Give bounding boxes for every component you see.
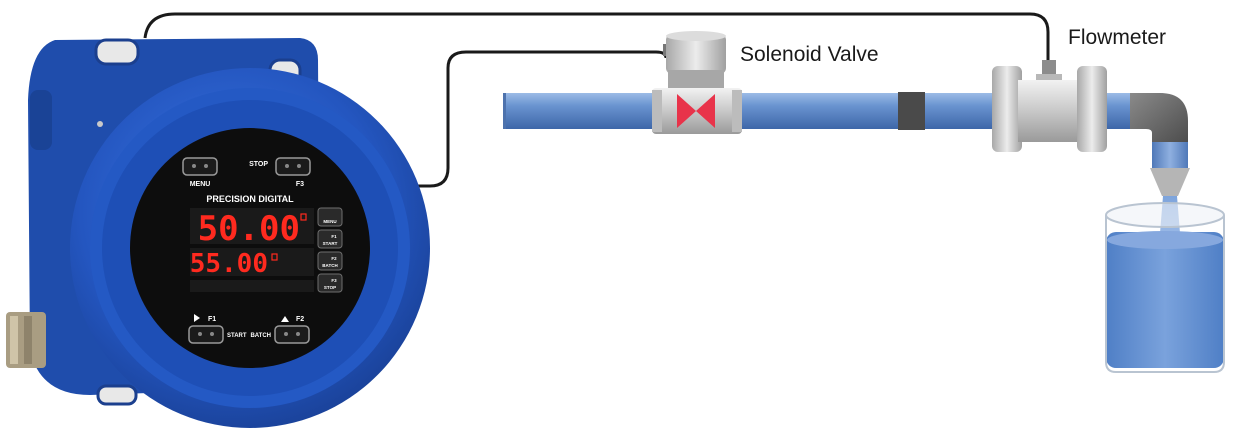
menu-button[interactable]: MENU <box>182 157 218 188</box>
side-button-stop-label: STOP <box>324 285 336 290</box>
pipe-elbow <box>1130 93 1190 196</box>
stop-button-label: STOP <box>249 161 268 168</box>
f1-label: F1 <box>208 316 216 323</box>
side-button-start[interactable]: F1 START <box>317 229 343 249</box>
side-button-menu[interactable]: MENU <box>317 207 343 227</box>
stop-button[interactable]: STOP F3 <box>249 157 311 188</box>
flowmeter-label: Flowmeter <box>1068 26 1167 49</box>
batch-label: BATCH <box>250 333 271 339</box>
side-button-batch-label: BATCH <box>322 263 337 268</box>
play-icon <box>194 314 200 322</box>
f1-start-button[interactable]: F1 START <box>188 314 247 344</box>
side-button-batch[interactable]: F2 BATCH <box>317 251 343 271</box>
side-button-menu-label: MENU <box>323 219 336 224</box>
solenoid-valve-label: Solenoid Valve <box>740 43 879 66</box>
flowmeter <box>992 60 1107 152</box>
up-arrow-icon <box>281 316 289 322</box>
menu-button-label: MENU <box>190 181 211 188</box>
display-top-value: 50.00 <box>198 209 300 249</box>
f2-batch-button[interactable]: F2 BATCH <box>250 316 310 344</box>
display-top-panel <box>190 208 314 244</box>
side-button-batch-f: F2 <box>331 256 337 261</box>
solenoid-valve <box>652 31 742 134</box>
valve-symbol <box>677 94 715 128</box>
f2-label: F2 <box>296 316 304 323</box>
start-label: START <box>227 333 247 339</box>
side-button-stop[interactable]: F3 STOP <box>317 273 343 293</box>
control-cable <box>405 50 668 188</box>
display-bottom-value: 55.00 <box>190 249 268 279</box>
side-button-start-label: START <box>323 241 338 246</box>
brand-label: PRECISION DIGITAL <box>206 194 294 204</box>
f3-button-label: F3 <box>296 181 304 188</box>
signal-cable <box>143 12 1050 65</box>
side-button-start-f: F1 <box>331 234 337 239</box>
display-bottom-panel <box>190 248 314 276</box>
side-button-stop-f: F3 <box>331 278 337 283</box>
beaker <box>1105 202 1225 373</box>
